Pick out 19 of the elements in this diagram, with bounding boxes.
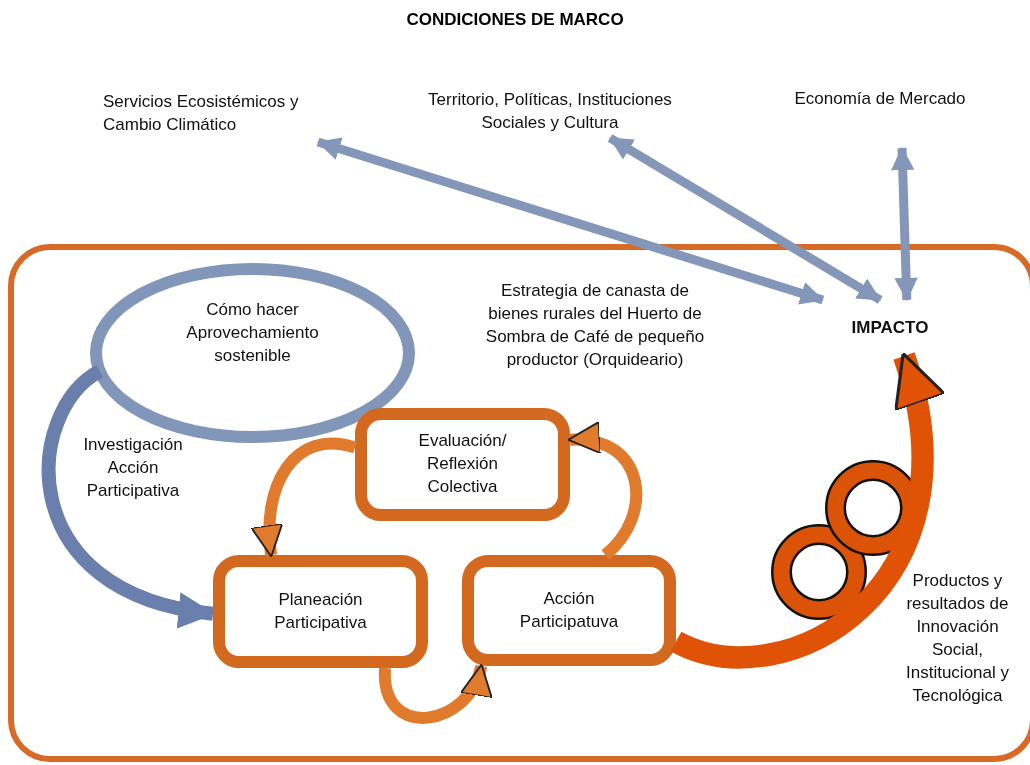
impact-label: IMPACTO xyxy=(820,300,960,356)
arrow xyxy=(251,437,357,558)
ring-circle xyxy=(771,524,867,620)
process-box: Planeación Participativa xyxy=(213,555,428,668)
arrow xyxy=(607,134,883,304)
arrow xyxy=(316,137,825,305)
process-box: Acción Participatuva xyxy=(462,555,676,666)
category-label: Servicios Ecosistémicos y Cambio Climático xyxy=(103,86,353,142)
arrow xyxy=(891,146,918,302)
arrow xyxy=(379,663,489,724)
arrow xyxy=(41,365,215,626)
note-text: Estrategia de canasta de bienes rurales del Huerto de Sombra de Café de pequeño productor (Orquideario) xyxy=(484,280,706,371)
arrow xyxy=(671,351,943,669)
title: CONDICIONES DE MARCO xyxy=(405,10,625,30)
note-text: Productos y resultados de Innovación Social, Institucional y Tecnológica xyxy=(905,570,1010,707)
category-label: Territorio, Políticas, Instituciones Sociales y Cultura xyxy=(400,86,700,138)
frame-box xyxy=(8,244,1030,762)
process-box: Evaluación/ Reflexión Colectiva xyxy=(355,408,570,521)
category-label: Economía de Mercado xyxy=(770,88,990,148)
